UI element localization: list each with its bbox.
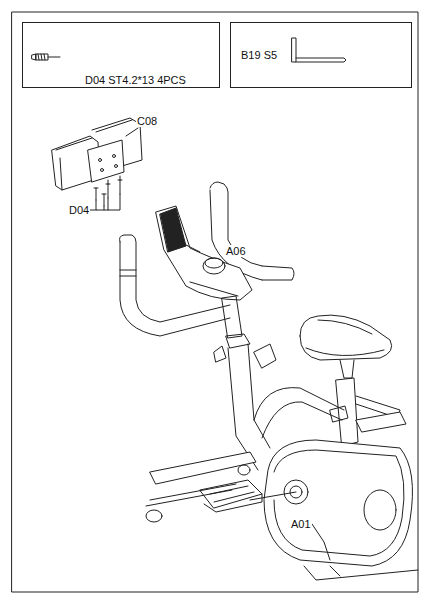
flywheel-housing xyxy=(264,440,412,566)
part-label: C08 xyxy=(136,115,158,127)
handlebar xyxy=(120,182,295,336)
part-box: B19 S5 xyxy=(230,22,412,88)
base xyxy=(146,452,418,580)
seat xyxy=(300,315,392,378)
part-box: D04 ST4.2*13 4PCS xyxy=(22,22,220,88)
phone-holder xyxy=(52,118,142,190)
part-spec: B19 S5 xyxy=(241,49,277,61)
part-label: D04 xyxy=(68,204,90,216)
part-label: A01 xyxy=(290,518,312,530)
page-frame xyxy=(12,12,418,592)
leader-line xyxy=(126,128,330,560)
hex-key-icon xyxy=(292,38,346,62)
console xyxy=(156,206,252,300)
screw-group xyxy=(86,176,122,210)
part-spec: D04 ST4.2*13 4PCS xyxy=(85,74,186,86)
part-label: A06 xyxy=(225,245,247,257)
screw-icon xyxy=(32,54,60,60)
